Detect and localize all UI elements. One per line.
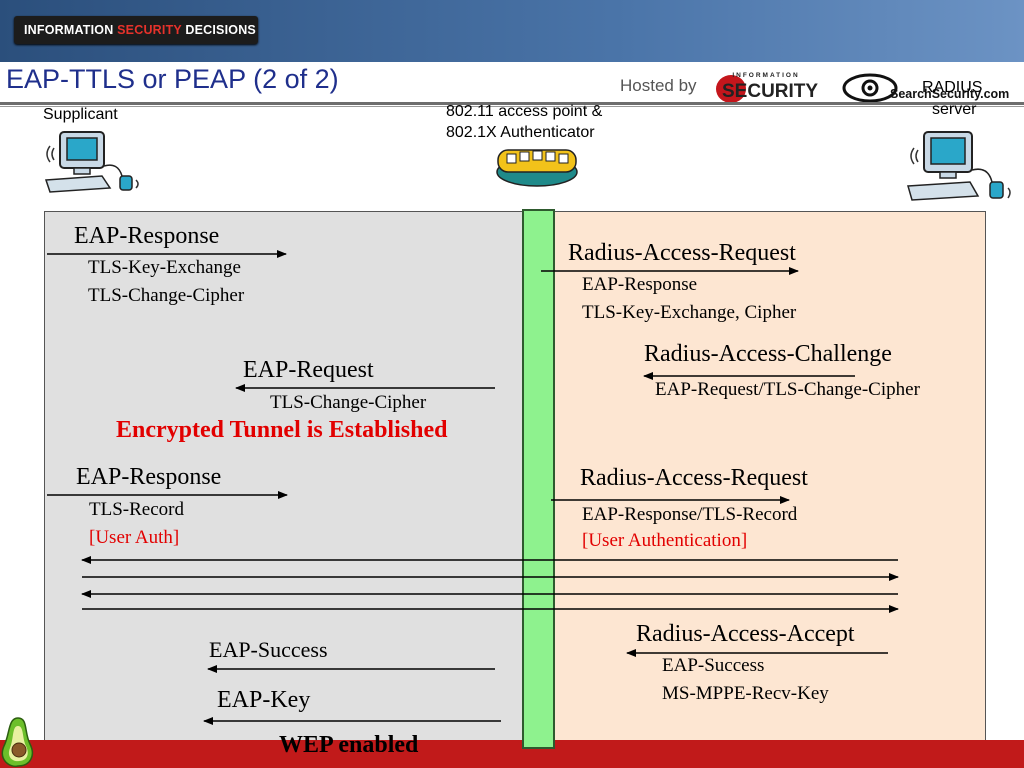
user-authentication-label: [User Authentication]	[582, 530, 748, 551]
supplicant-panel	[44, 211, 522, 746]
computer-icon	[44, 131, 139, 193]
eap-request-label: EAP-Request	[243, 357, 374, 383]
security-logo-top-text: INFORMATION	[732, 72, 799, 79]
brand-logo: INFORMATION SECURITY DECISIONS	[14, 16, 258, 44]
eap-success-label: EAP-Success	[662, 655, 765, 676]
hosted-by-label: Hosted by	[620, 76, 697, 95]
brand-text-right: DECISIONS	[181, 23, 256, 37]
information-security-logo: INFORMATION SECURITY	[716, 72, 818, 103]
access-point-icon	[496, 149, 578, 187]
security-logo-main-text: SECURITY	[722, 81, 818, 102]
tls-record-label: TLS-Record	[89, 499, 184, 520]
radius-label-line2: server	[932, 101, 977, 118]
radius-access-request-label: Radius-Access-Request	[568, 240, 796, 266]
header-rule-thin	[0, 106, 1024, 107]
eap-key-label: EAP-Key	[217, 687, 311, 713]
radius-label-line1: RADIUS	[922, 79, 983, 96]
encrypted-tunnel-label: Encrypted Tunnel is Established	[116, 417, 448, 443]
wep-enabled-label: WEP enabled	[279, 732, 419, 758]
tls-key-exchange-cipher-label: TLS-Key-Exchange, Cipher	[582, 302, 797, 323]
radius-access-challenge-label: Radius-Access-Challenge	[644, 341, 892, 367]
computer-icon	[907, 131, 1011, 201]
ap-label-line2: 802.1X Authenticator	[446, 124, 595, 141]
user-auth-label: [User Auth]	[89, 527, 180, 548]
header-rule	[0, 102, 1024, 105]
slide-title: EAP-TTLS or PEAP (2 of 2)	[6, 64, 339, 94]
eap-success-label: EAP-Success	[209, 637, 328, 662]
access-point-bar	[522, 209, 555, 749]
header-bar: INFORMATION SECURITY DECISIONS	[0, 0, 1024, 62]
eap-response-label: EAP-Response	[582, 274, 698, 295]
ap-label-line1: 802.11 access point &	[446, 103, 603, 120]
brand-text-left: INFORMATION	[24, 23, 118, 37]
eap-response-tls-record-label: EAP-Response/TLS-Record	[582, 504, 798, 525]
radius-access-accept-label: Radius-Access-Accept	[636, 621, 855, 647]
searchsecurity-logo-text: SearchSecurity.com	[890, 87, 1009, 101]
tls-change-cipher-label: TLS-Change-Cipher	[88, 285, 245, 306]
avocado-icon	[1, 717, 34, 768]
tls-key-exchange-label: TLS-Key-Exchange	[88, 257, 241, 278]
footer-bar	[0, 740, 1024, 768]
brand-text-accent: SECURITY	[117, 23, 182, 37]
eap-request-tls-change-cipher-label: EAP-Request/TLS-Change-Cipher	[655, 379, 920, 400]
eap-response-label: EAP-Response	[74, 223, 220, 249]
radius-access-request-label: Radius-Access-Request	[580, 465, 808, 491]
eap-response-label: EAP-Response	[76, 464, 222, 490]
ms-mppe-recv-key-label: MS-MPPE-Recv-Key	[662, 683, 829, 704]
tls-change-cipher-label: TLS-Change-Cipher	[270, 392, 427, 413]
supplicant-label: Supplicant	[43, 106, 118, 123]
searchsecurity-logo: SearchSecurity.com	[842, 73, 1009, 103]
